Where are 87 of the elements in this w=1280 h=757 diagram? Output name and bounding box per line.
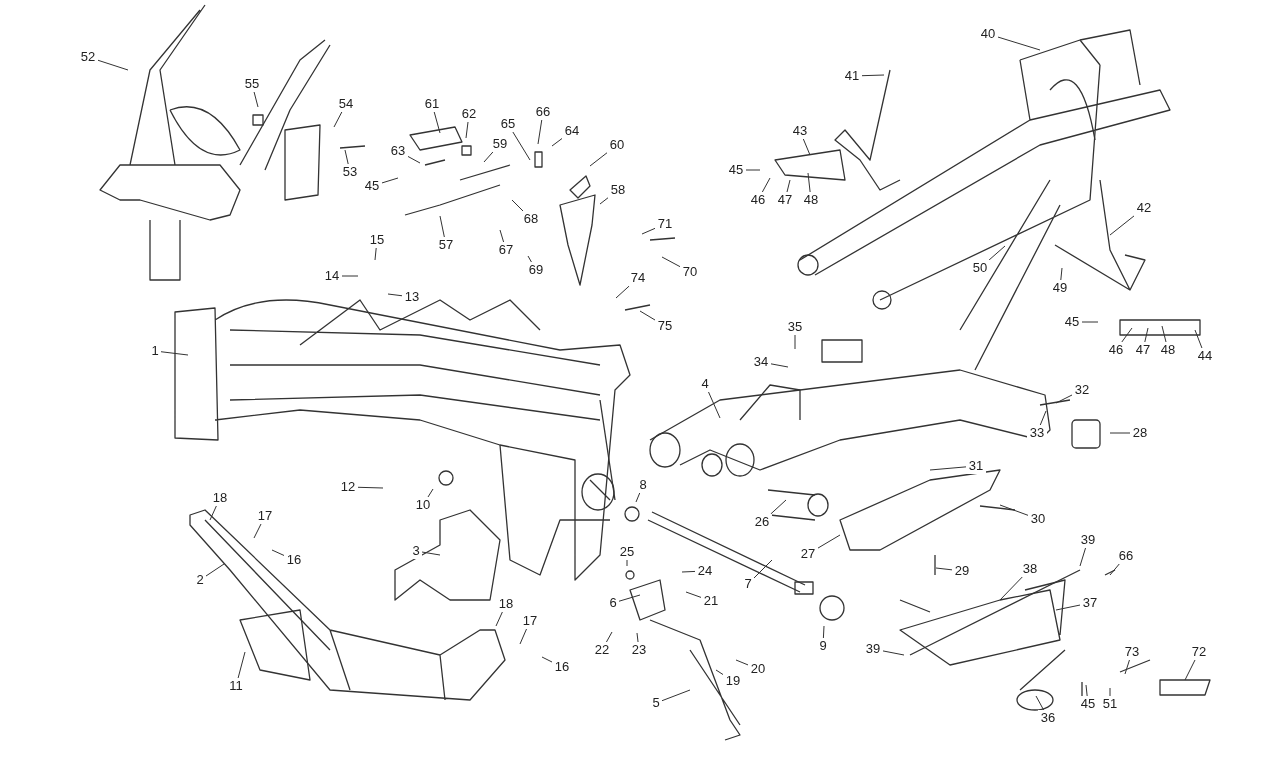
leader-line bbox=[661, 689, 691, 702]
leader-line bbox=[97, 59, 129, 71]
leader-line bbox=[999, 504, 1029, 516]
leader-line bbox=[205, 563, 225, 577]
leader-line bbox=[495, 611, 503, 627]
leader-line bbox=[929, 466, 967, 471]
leader-line bbox=[1039, 410, 1047, 426]
leader-line bbox=[639, 310, 656, 321]
leader-line bbox=[357, 486, 384, 489]
leader-line bbox=[1060, 267, 1063, 281]
leader-line bbox=[708, 391, 721, 419]
leader-line bbox=[483, 151, 494, 163]
callout-number: 31 bbox=[966, 458, 986, 474]
leader-line bbox=[1161, 325, 1167, 343]
leader-line bbox=[589, 152, 608, 167]
leader-line bbox=[253, 91, 259, 108]
leader-line bbox=[421, 551, 441, 556]
callout-number: 3 bbox=[410, 543, 422, 559]
leader-line bbox=[817, 534, 841, 549]
leader-line bbox=[999, 576, 1023, 601]
leader-line bbox=[427, 488, 434, 498]
leader-line bbox=[661, 256, 681, 268]
leader-line bbox=[1109, 687, 1111, 697]
leader-line bbox=[333, 111, 343, 128]
leader-line bbox=[271, 549, 285, 556]
leader-line bbox=[770, 363, 789, 368]
leader-line bbox=[641, 227, 656, 235]
leader-line bbox=[160, 351, 189, 356]
leader-line bbox=[1081, 321, 1099, 323]
leader-line bbox=[794, 334, 796, 350]
leader-line bbox=[439, 215, 445, 238]
callout-number: 74 bbox=[628, 270, 648, 286]
leader-line bbox=[253, 523, 262, 539]
leader-line bbox=[374, 247, 377, 261]
leader-line bbox=[997, 36, 1041, 51]
leader-line bbox=[685, 591, 702, 598]
leader-line bbox=[605, 631, 613, 643]
leader-line bbox=[512, 131, 531, 161]
leader-line bbox=[1055, 604, 1081, 611]
leader-line bbox=[807, 172, 811, 193]
leader-line bbox=[786, 179, 791, 193]
leader-line bbox=[626, 559, 628, 567]
leader-line bbox=[615, 285, 630, 299]
leader-line bbox=[882, 650, 905, 656]
leader-line bbox=[344, 149, 349, 165]
leader-line bbox=[735, 659, 749, 666]
leader-line bbox=[433, 111, 441, 134]
leader-line bbox=[988, 245, 1006, 261]
leader-line bbox=[1194, 329, 1203, 349]
leader-line bbox=[770, 499, 787, 515]
leader-line bbox=[635, 492, 641, 503]
leader-line bbox=[861, 74, 885, 77]
leader-line bbox=[465, 121, 469, 139]
leader-line bbox=[822, 625, 825, 639]
leader-line bbox=[1124, 659, 1130, 675]
leader-line bbox=[715, 669, 724, 676]
leader-line bbox=[802, 138, 811, 156]
leader-line bbox=[1121, 327, 1133, 343]
leader-line bbox=[599, 197, 609, 205]
leader-line bbox=[499, 229, 505, 243]
leader-line bbox=[1184, 659, 1196, 681]
leader-line bbox=[551, 138, 563, 147]
leader-line bbox=[407, 155, 421, 164]
leader-line bbox=[519, 628, 527, 645]
leader-line bbox=[341, 275, 359, 277]
leader-line bbox=[1109, 215, 1135, 236]
leader-line bbox=[537, 119, 543, 145]
leader-line bbox=[1035, 695, 1045, 711]
leader-line bbox=[527, 255, 532, 263]
leader-line bbox=[1109, 563, 1120, 576]
leader-line bbox=[1079, 547, 1087, 567]
leader-line bbox=[381, 177, 399, 184]
leader-line bbox=[387, 293, 403, 297]
leader-line bbox=[761, 177, 771, 193]
leader-line bbox=[1109, 432, 1131, 434]
leader-line bbox=[681, 570, 696, 573]
leader-line bbox=[237, 651, 246, 679]
callout-number: 33 bbox=[1027, 425, 1047, 441]
leader-line bbox=[541, 656, 553, 663]
leader-line bbox=[209, 505, 217, 521]
leader-line bbox=[618, 594, 641, 602]
leader-line bbox=[753, 559, 773, 579]
leader-line bbox=[636, 632, 639, 643]
leader-line bbox=[935, 567, 953, 571]
leader-line bbox=[1144, 327, 1149, 343]
leader-line bbox=[1085, 684, 1088, 697]
leader-line bbox=[745, 169, 761, 171]
